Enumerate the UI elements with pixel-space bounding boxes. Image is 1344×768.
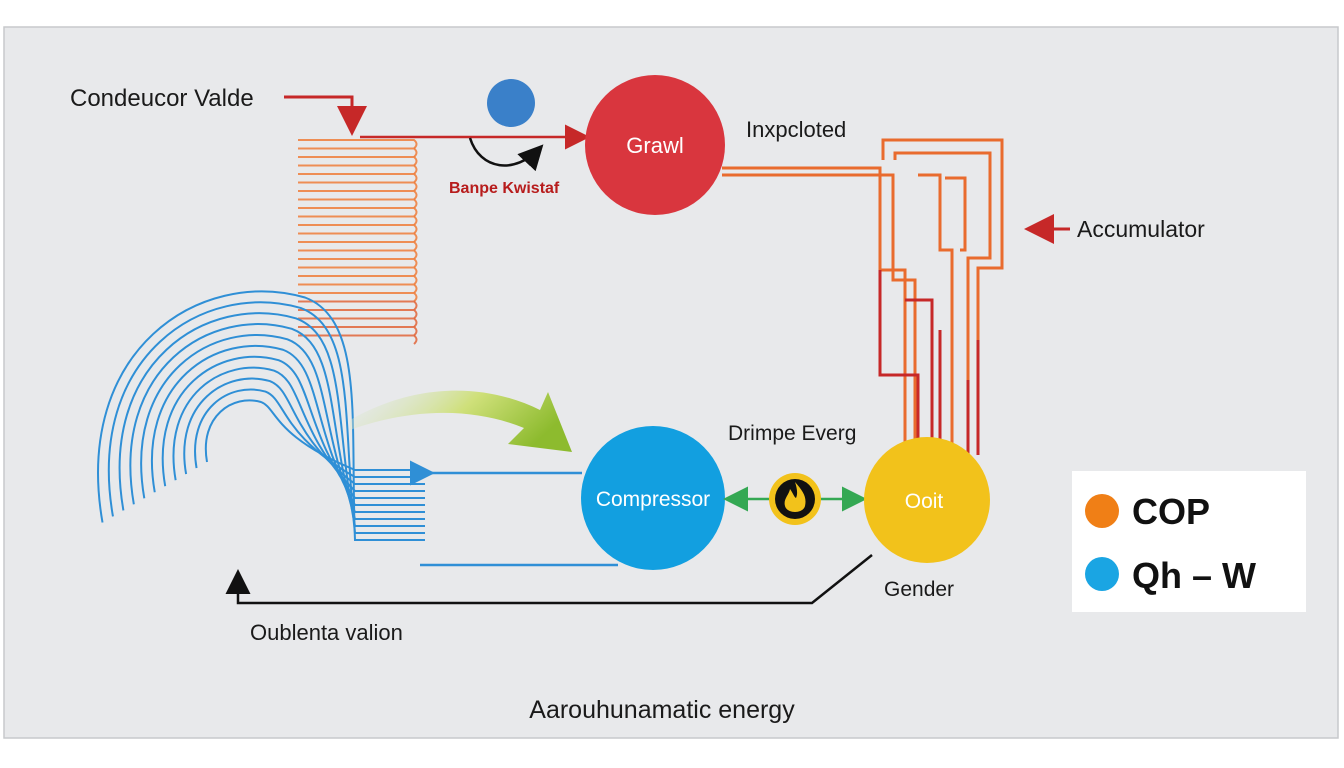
small-blue-dot — [487, 79, 535, 127]
evaporator-coil — [97, 290, 425, 541]
condenser-valve-label: Condeucor Valde — [70, 85, 254, 112]
outlet-label: Oublenta valion — [250, 620, 403, 645]
coit-label: Ooit — [905, 490, 944, 513]
legend: COP Qh – W — [1072, 471, 1306, 612]
grawl-node — [585, 75, 725, 215]
legend-swatch-cop — [1085, 494, 1119, 528]
gender-label: Gender — [884, 578, 954, 601]
diagram-caption: Aarouhunamatic energy — [529, 696, 795, 724]
legend-label-cop: COP — [1132, 491, 1210, 532]
grawl-label: Grawl — [626, 133, 683, 158]
condenser-coil — [298, 139, 418, 345]
bypass-curve-arrow — [468, 137, 544, 172]
condenser-valve-pointer — [284, 95, 367, 136]
flow-arrow — [350, 390, 572, 452]
compressor-node — [581, 426, 725, 570]
flame-icon — [769, 473, 821, 525]
coit-node — [864, 437, 990, 563]
outlet-return-line — [225, 554, 873, 605]
accumulator-piping — [722, 138, 1004, 455]
bypass-label: Banpe Kwistaf — [449, 180, 560, 197]
accumulator-label: Accumulator — [1077, 216, 1205, 242]
compressor-label: Compressor — [596, 488, 710, 511]
legend-label-qh: Qh – W — [1132, 555, 1256, 596]
drive-energy-label: Drimpe Everg — [728, 422, 856, 445]
legend-swatch-qh — [1085, 557, 1119, 591]
inspected-label: Inxpcloted — [746, 117, 846, 142]
